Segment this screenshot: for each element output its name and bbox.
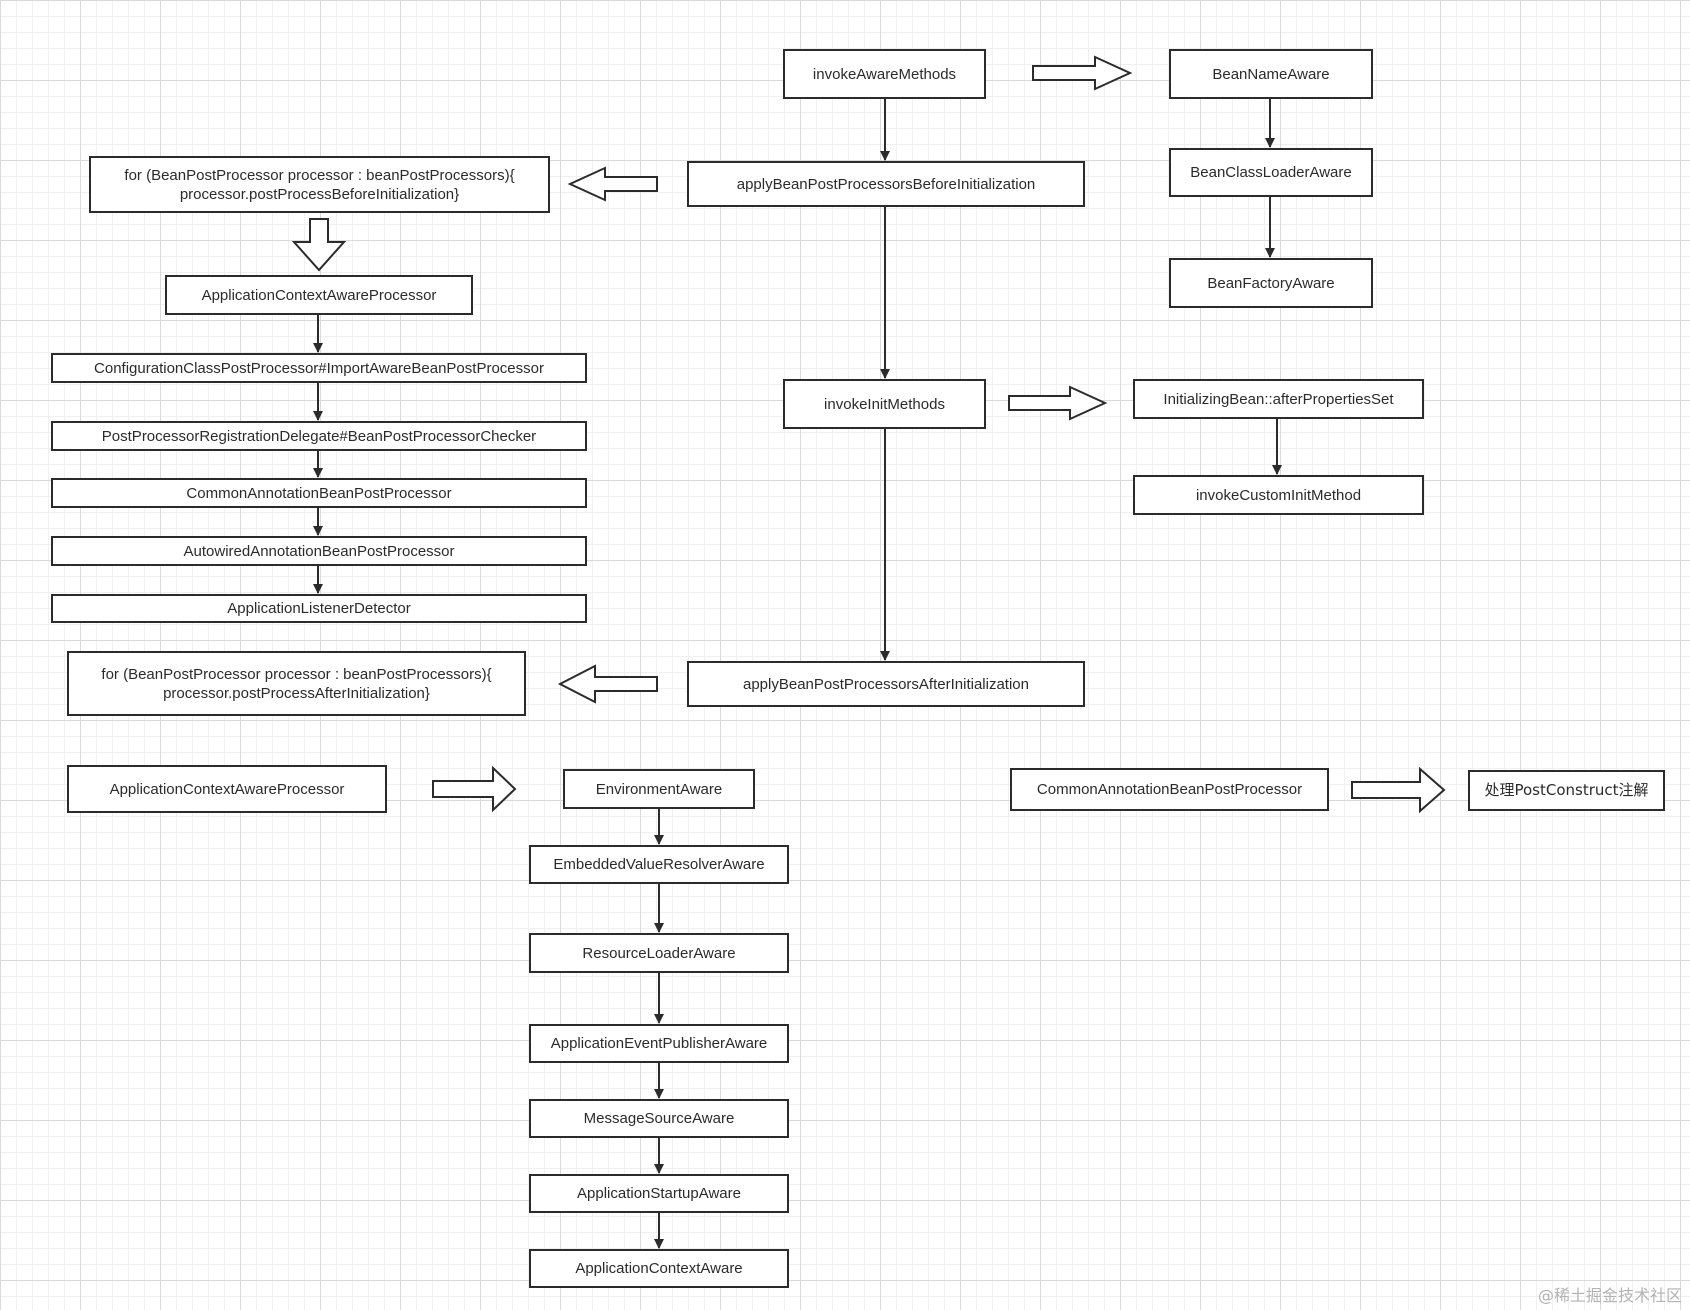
message-source-aware-node[interactable]: MessageSourceAware (529, 1099, 789, 1138)
post-construct-node[interactable]: 处理PostConstruct注解 (1468, 770, 1665, 811)
block-arrow-left-before (567, 166, 658, 202)
application-event-publisher-aware-node[interactable]: ApplicationEventPublisherAware (529, 1024, 789, 1063)
for-loop-after-node[interactable]: for (BeanPostProcessor processor : beanP… (67, 651, 526, 716)
bean-class-loader-aware-label: BeanClassLoaderAware (1190, 164, 1352, 181)
application-context-aware-processor-node[interactable]: ApplicationContextAwareProcessor (165, 275, 473, 315)
watermark: @稀土掘金技术社区 (1537, 1286, 1682, 1305)
bean-class-loader-aware-node[interactable]: BeanClassLoaderAware (1169, 148, 1373, 197)
application-context-aware-processor-detail-label: ApplicationContextAwareProcessor (109, 780, 345, 798)
apply-before-init-label: applyBeanPostProcessorsBeforeInitializat… (736, 175, 1036, 193)
application-context-aware-processor-label: ApplicationContextAwareProcessor (201, 286, 437, 304)
invoke-aware-methods-label: invokeAwareMethods (812, 65, 957, 83)
apply-before-init-node[interactable]: applyBeanPostProcessorsBeforeInitializat… (687, 161, 1085, 207)
application-startup-aware-node[interactable]: ApplicationStartupAware (529, 1174, 789, 1213)
resource-loader-aware-node[interactable]: ResourceLoaderAware (529, 933, 789, 973)
application-startup-aware-label: ApplicationStartupAware (577, 1185, 741, 1202)
for-loop-after-line2: processor.postProcessAfterInitialization… (163, 684, 430, 702)
block-arrow-right-common (1351, 766, 1446, 814)
resource-loader-aware-label: ResourceLoaderAware (582, 944, 736, 962)
application-event-publisher-aware-label: ApplicationEventPublisherAware (550, 1035, 768, 1052)
common-annotation-bpp-label: CommonAnnotationBeanPostProcessor (186, 484, 452, 502)
invoke-init-methods-node[interactable]: invokeInitMethods (783, 379, 986, 429)
for-loop-before-line1: for (BeanPostProcessor processor : beanP… (124, 166, 515, 184)
bean-factory-aware-node[interactable]: BeanFactoryAware (1169, 258, 1373, 308)
invoke-custom-init-method-label: invokeCustomInitMethod (1195, 486, 1362, 504)
application-context-aware-label: ApplicationContextAware (575, 1260, 743, 1277)
block-arrow-right-acap (432, 765, 517, 813)
post-processor-registration-delegate-node[interactable]: PostProcessorRegistrationDelegate#BeanPo… (51, 421, 587, 451)
environment-aware-label: EnvironmentAware (595, 780, 723, 798)
common-annotation-bpp-node[interactable]: CommonAnnotationBeanPostProcessor (51, 478, 587, 508)
for-loop-before-node[interactable]: for (BeanPostProcessor processor : beanP… (89, 156, 550, 213)
initializing-bean-label: InitializingBean::afterPropertiesSet (1163, 390, 1394, 408)
for-loop-after-line1: for (BeanPostProcessor processor : beanP… (101, 665, 492, 683)
block-arrow-left-after (557, 664, 658, 704)
bean-name-aware-node[interactable]: BeanNameAware (1169, 49, 1373, 99)
environment-aware-node[interactable]: EnvironmentAware (563, 769, 755, 809)
common-annotation-bpp-detail-node[interactable]: CommonAnnotationBeanPostProcessor (1010, 768, 1329, 811)
configuration-class-post-processor-label: ConfigurationClassPostProcessor#ImportAw… (94, 359, 544, 377)
initializing-bean-node[interactable]: InitializingBean::afterPropertiesSet (1133, 379, 1424, 419)
bean-factory-aware-label: BeanFactoryAware (1207, 274, 1335, 292)
invoke-aware-methods-node[interactable]: invokeAwareMethods (783, 49, 986, 99)
application-listener-detector-label: ApplicationListenerDetector (227, 600, 411, 617)
autowired-annotation-bpp-label: AutowiredAnnotationBeanPostProcessor (183, 542, 455, 560)
for-loop-before-line2: processor.postProcessBeforeInitializatio… (179, 185, 460, 203)
apply-after-init-label: applyBeanPostProcessorsAfterInitializati… (743, 675, 1029, 693)
invoke-custom-init-method-node[interactable]: invokeCustomInitMethod (1133, 475, 1424, 515)
configuration-class-post-processor-node[interactable]: ConfigurationClassPostProcessor#ImportAw… (51, 353, 587, 383)
embedded-value-resolver-aware-label: EmbeddedValueResolverAware (553, 856, 765, 873)
application-listener-detector-node[interactable]: ApplicationListenerDetector (51, 594, 587, 623)
apply-after-init-node[interactable]: applyBeanPostProcessorsAfterInitializati… (687, 661, 1085, 707)
embedded-value-resolver-aware-node[interactable]: EmbeddedValueResolverAware (529, 845, 789, 884)
message-source-aware-label: MessageSourceAware (583, 1110, 735, 1127)
post-processor-registration-delegate-label: PostProcessorRegistrationDelegate#BeanPo… (101, 427, 537, 445)
common-annotation-bpp-detail-label: CommonAnnotationBeanPostProcessor (1036, 781, 1303, 798)
bean-name-aware-label: BeanNameAware (1212, 65, 1330, 83)
invoke-init-methods-label: invokeInitMethods (824, 395, 945, 413)
autowired-annotation-bpp-node[interactable]: AutowiredAnnotationBeanPostProcessor (51, 536, 587, 566)
block-arrow-right-init (1008, 385, 1108, 421)
block-arrow-right-aware (1032, 55, 1133, 91)
application-context-aware-processor-detail-node[interactable]: ApplicationContextAwareProcessor (67, 765, 387, 813)
post-construct-label: 处理PostConstruct注解 (1484, 781, 1649, 799)
block-arrow-down-before (291, 218, 347, 272)
application-context-aware-node[interactable]: ApplicationContextAware (529, 1249, 789, 1288)
